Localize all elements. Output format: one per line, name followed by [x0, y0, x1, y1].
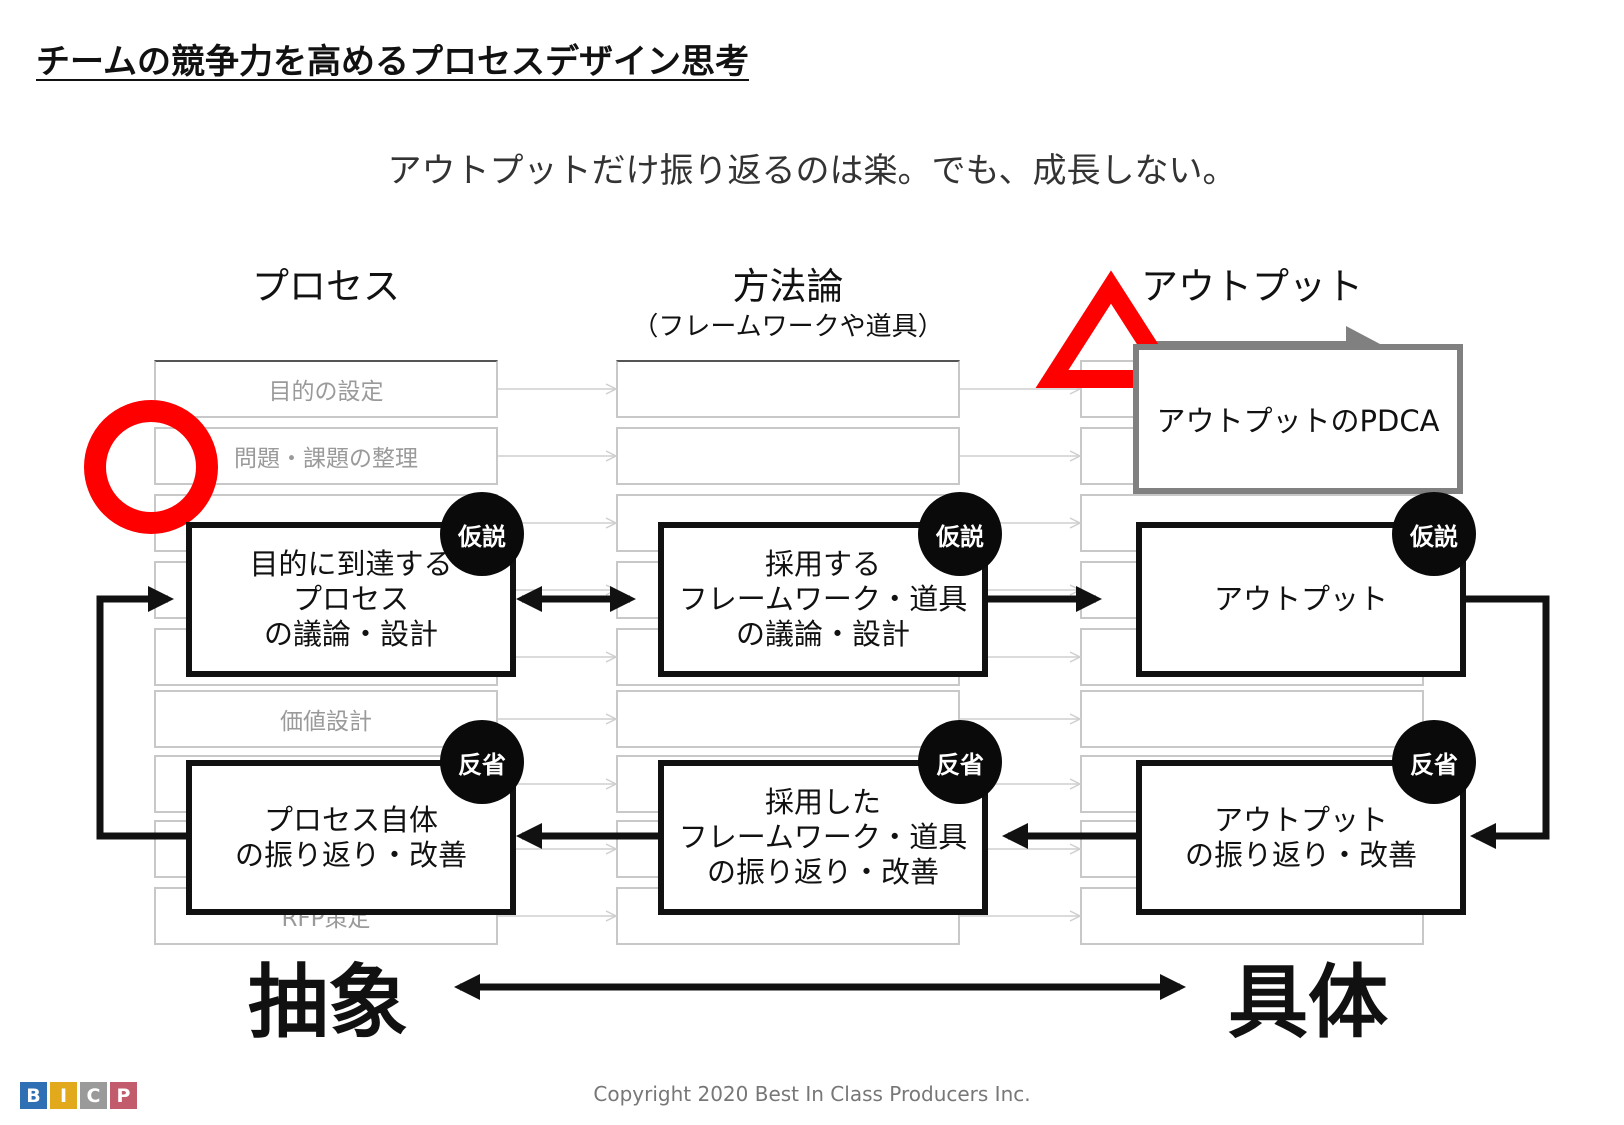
- badge-hypothesis: 仮説: [440, 492, 524, 576]
- badge-hypothesis: 仮説: [1392, 492, 1476, 576]
- subtitle: アウトプットだけ振り返るのは楽。でも、成長しない。: [387, 151, 1237, 191]
- badge-hypothesis: 仮説: [918, 492, 1002, 576]
- main-flow-arrows: [96, 586, 1550, 1000]
- page-title: チームの競争力を高めるプロセスデザイン思考: [36, 42, 749, 82]
- red-triangle-mark: [1035, 270, 1187, 388]
- logo-letter-b: B: [20, 1082, 47, 1109]
- column-subheader-method: （フレームワークや道具）: [632, 312, 944, 342]
- bicp-logo: B I C P: [20, 1082, 137, 1109]
- logo-letter-c: C: [80, 1082, 107, 1109]
- bg-row-method: [616, 690, 960, 748]
- badge-reflection: 反省: [440, 720, 524, 804]
- bg-row-output: [1080, 690, 1424, 748]
- axis-label-abstract: 抽象: [248, 956, 408, 1049]
- column-header-method: 方法論: [732, 265, 844, 308]
- arrow-process-loop-up: [96, 586, 186, 840]
- logo-letter-p: P: [110, 1082, 137, 1109]
- box-method-reflection: 採用した フレームワーク・道具 の振り返り・改善: [658, 760, 988, 915]
- output-pdca-label: アウトプットのPDCA: [1156, 404, 1440, 438]
- arrow-output-loop-down: [1466, 595, 1550, 849]
- copyright: Copyright 2020 Best In Class Producers I…: [593, 1082, 1031, 1106]
- column-header-output: アウトプット: [1141, 265, 1363, 308]
- badge-reflection: 反省: [1392, 720, 1476, 804]
- logo-letter-i: I: [50, 1082, 77, 1109]
- bg-row-method: [616, 360, 960, 418]
- red-circle-mark: [84, 400, 218, 534]
- bg-row-method: [616, 427, 960, 485]
- output-pdca-box: アウトプットのPDCA: [1133, 344, 1463, 494]
- bg-row-process: 目的の設定: [154, 360, 498, 418]
- badge-reflection: 反省: [918, 720, 1002, 804]
- column-header-process: プロセス: [252, 265, 400, 308]
- axis-label-concrete: 具体: [1228, 956, 1388, 1049]
- bg-row-process: 価値設計: [154, 690, 498, 748]
